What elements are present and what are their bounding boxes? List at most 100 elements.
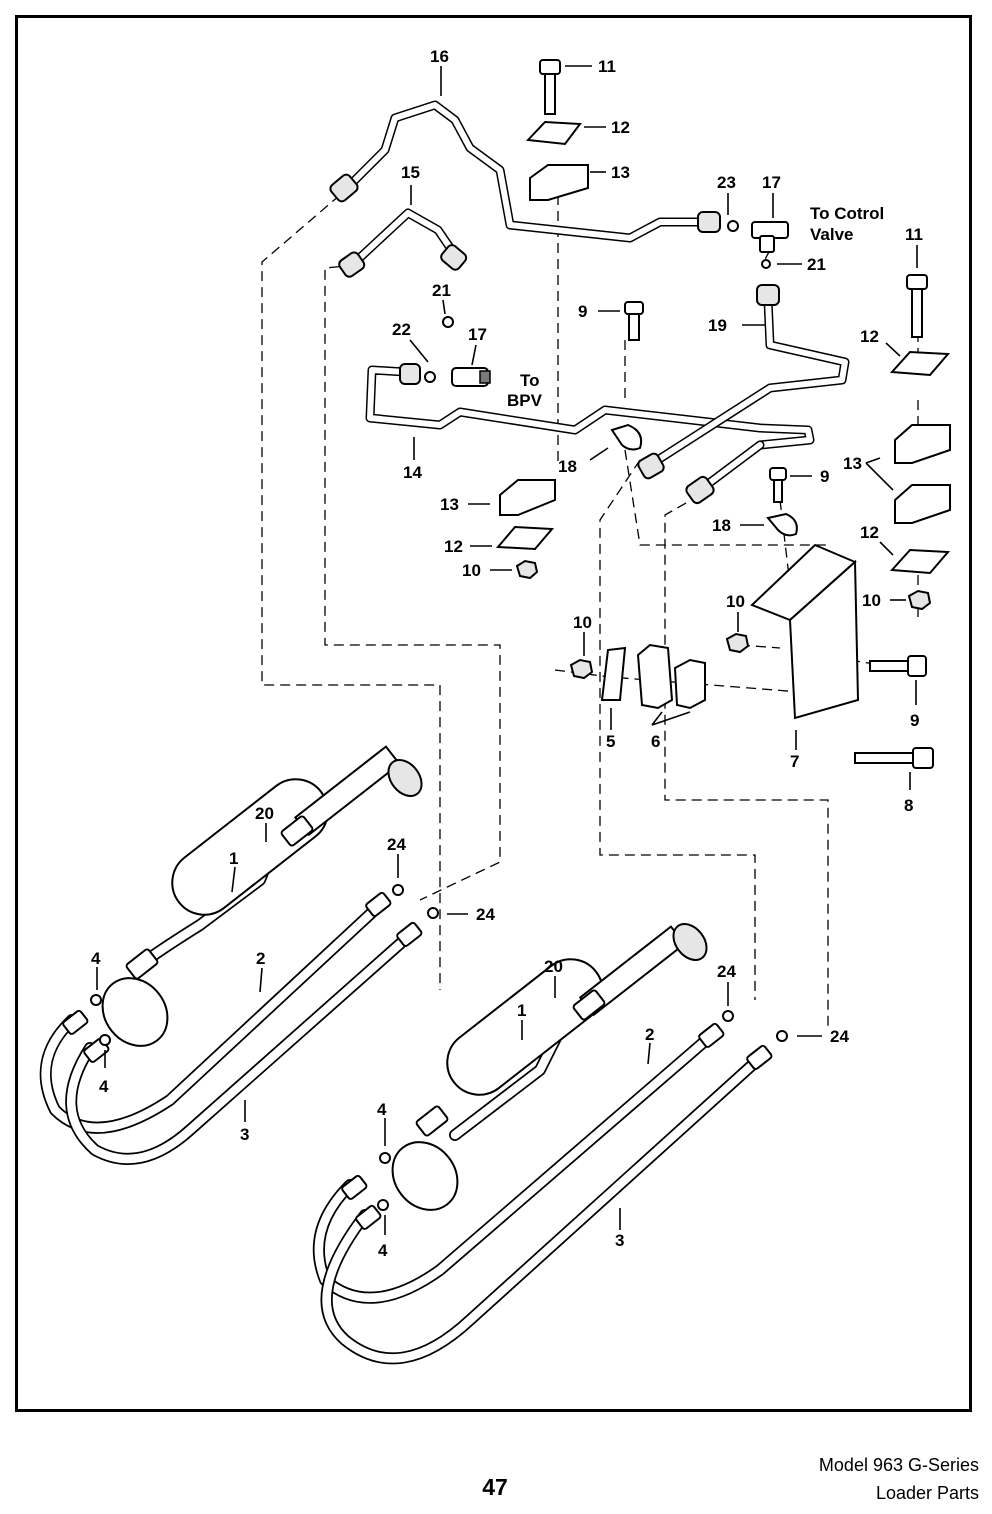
callout-9-right: 9 <box>910 711 919 730</box>
callout-3-right: 3 <box>615 1231 624 1250</box>
plate-12-right-top <box>889 350 951 377</box>
o-ring-4-right-b <box>377 1199 389 1211</box>
callout-4-right-b: 4 <box>378 1241 388 1260</box>
cylinder-assembly-left <box>39 745 423 1165</box>
callout-22: 22 <box>392 320 411 339</box>
tee-fitting-17-upper <box>727 220 789 253</box>
nut-10-right <box>907 589 932 611</box>
tube-16 <box>329 100 721 243</box>
callout-10-right: 10 <box>862 591 881 610</box>
callout-labels: 16 11 12 13 15 23 17 To Cotrol Valve 11 … <box>91 47 923 1260</box>
footer-model: Model 963 G-Series <box>818 1455 979 1475</box>
leader-lines <box>96 65 918 1235</box>
callout-21-upper: 21 <box>807 255 826 274</box>
callout-16: 16 <box>430 47 449 66</box>
callout-17-lower: 17 <box>468 325 487 344</box>
callout-10-bracket: 10 <box>726 592 745 611</box>
callout-12-top: 12 <box>611 118 630 137</box>
bolt-9-right <box>869 655 927 677</box>
o-ring-24-left-a <box>392 884 404 896</box>
callout-15: 15 <box>401 163 420 182</box>
o-ring-24-right-b <box>776 1030 788 1042</box>
callout-9-upper: 9 <box>578 302 587 321</box>
page-number: 47 <box>482 1474 508 1500</box>
callout-11-top: 11 <box>598 57 616 76</box>
nut-10-bracket <box>725 632 750 654</box>
clip-18-upper <box>610 423 643 451</box>
plate-5 <box>600 646 627 701</box>
bolt-11-top <box>539 59 561 115</box>
tube-15 <box>338 208 468 278</box>
note-control-valve-2: Valve <box>810 225 854 244</box>
callout-19: 19 <box>708 316 727 335</box>
callout-1-right: 1 <box>517 1001 526 1020</box>
o-ring-4-left-a <box>90 994 102 1006</box>
callout-21-lower: 21 <box>432 281 451 300</box>
callout-4-left-a: 4 <box>91 949 101 968</box>
callout-17-upper: 17 <box>762 173 781 192</box>
callout-4-right-a: 4 <box>377 1100 387 1119</box>
callout-20-right: 20 <box>544 957 563 976</box>
bolt-11-right <box>906 274 928 338</box>
o-ring-24-right-a <box>722 1010 734 1022</box>
tube-lower-branch <box>685 440 765 505</box>
callout-12-right-bottom: 12 <box>860 523 879 542</box>
callout-24-right-b: 24 <box>830 1027 849 1046</box>
tube-16-nut-right <box>697 211 721 233</box>
footer-section: Loader Parts <box>875 1483 979 1503</box>
tube-19 <box>637 284 850 480</box>
o-ring-4-left-b <box>99 1034 111 1046</box>
callout-13-right: 13 <box>843 454 862 473</box>
clamp-block-13-right-b <box>894 484 951 524</box>
callout-8: 8 <box>904 796 913 815</box>
diagram-frame <box>15 15 972 1412</box>
callout-2-right: 2 <box>645 1025 654 1044</box>
callout-24-left-b: 24 <box>476 905 495 924</box>
tee-fitting-17-lower <box>424 367 491 387</box>
callout-2-left: 2 <box>256 949 265 968</box>
note-control-valve-1: To Cotrol <box>810 204 884 223</box>
note-bpv-2: BPV <box>507 391 543 410</box>
tube-14 <box>365 363 815 450</box>
o-ring-21-upper <box>761 259 771 269</box>
bolt-9-upper <box>624 301 644 341</box>
callout-10-mid: 10 <box>462 561 481 580</box>
callout-12-mid: 12 <box>444 537 463 556</box>
callout-20-left: 20 <box>255 804 274 823</box>
clamp-block-13-mid <box>499 479 556 516</box>
bolt-9-mid <box>769 467 787 503</box>
callout-10-left: 10 <box>573 613 592 632</box>
callout-7: 7 <box>790 752 799 771</box>
callout-18-lower: 18 <box>712 516 731 535</box>
bracket-7 <box>750 543 860 720</box>
clamp-halves-6 <box>636 643 706 710</box>
callout-5: 5 <box>606 732 615 751</box>
tube-16-nut-left <box>329 173 359 203</box>
bolt-8 <box>854 747 934 769</box>
callout-11-right: 11 <box>905 225 923 244</box>
clip-18-lower <box>766 512 798 537</box>
note-bpv-1: To <box>520 371 540 390</box>
plate-12-mid <box>495 525 555 551</box>
plate-12-top <box>525 120 582 146</box>
callout-9-mid: 9 <box>820 467 829 486</box>
o-ring-24-left-b <box>427 907 439 919</box>
callout-18-upper: 18 <box>558 457 577 476</box>
nut-10-mid <box>515 559 539 580</box>
callout-13-mid: 13 <box>440 495 459 514</box>
callout-14: 14 <box>403 463 422 482</box>
callout-12-right-top: 12 <box>860 327 879 346</box>
callout-6: 6 <box>651 732 660 751</box>
clamp-block-13-right-a <box>894 424 951 464</box>
callout-23: 23 <box>717 173 736 192</box>
callout-3-left: 3 <box>240 1125 249 1144</box>
nut-10-left <box>569 658 594 680</box>
plate-12-right-bottom <box>889 548 951 575</box>
clamp-block-13-top <box>529 164 589 201</box>
o-ring-4-right-a <box>379 1152 391 1164</box>
callout-13-top: 13 <box>611 163 630 182</box>
o-ring-21-lower <box>442 316 454 328</box>
cylinder-assembly-right <box>312 923 773 1365</box>
callout-24-left-a: 24 <box>387 835 406 854</box>
